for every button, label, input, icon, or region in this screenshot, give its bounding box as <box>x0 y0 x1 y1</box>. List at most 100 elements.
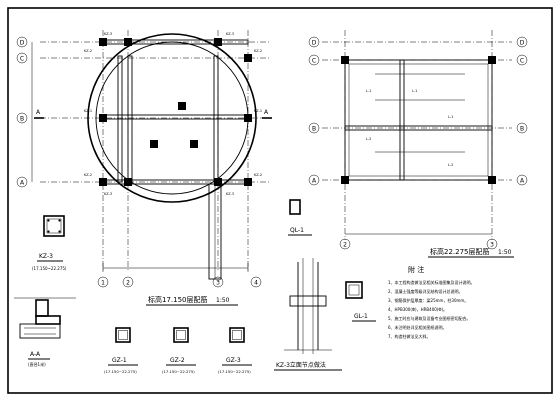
axis-label: 3 <box>490 242 494 249</box>
axis-bubble <box>308 36 320 48</box>
note-line: 3、钢筋保护层厚度：梁25mm，柱30mm。 <box>388 297 468 303</box>
rebar-dot <box>47 219 50 222</box>
detail-kz3: KZ-3 (17.150~22.275) <box>32 215 67 271</box>
member-label: L-1 <box>366 89 371 93</box>
axis-label: D <box>20 40 25 47</box>
section-footing <box>19 323 61 339</box>
column-kz <box>341 176 349 184</box>
column-kz <box>488 176 496 184</box>
column-kz <box>214 178 222 186</box>
note-line: 4、HPB300(Φ)，HRB400(Φ)。 <box>388 307 447 312</box>
section-mark-right: A <box>264 109 269 116</box>
member-label: L-2 <box>448 163 453 167</box>
plan-scale: 1:50 <box>216 297 230 304</box>
detail-gz2: GZ-2 (17.150~22.275) <box>162 327 196 374</box>
axis-label: 2 <box>126 280 130 287</box>
plan-title: 标高22.275层配筋 <box>430 247 490 256</box>
axis-bubble <box>308 174 320 186</box>
column-kz <box>150 140 158 148</box>
beam-L-1 <box>399 59 405 181</box>
axis-label: D <box>312 40 317 47</box>
axis-bubble <box>308 54 320 66</box>
stirrup <box>118 330 128 340</box>
axis-bubble <box>16 36 28 48</box>
column-kz <box>244 114 252 122</box>
note-line: 1、本工程构造做法见相关标准图集及设计说明。 <box>388 279 475 285</box>
rebar-dot <box>47 230 50 233</box>
note-line: 6、未注明处详见相关图纸说明。 <box>388 324 447 330</box>
beam-section <box>289 295 327 307</box>
axis-label: A <box>20 180 25 187</box>
axis-bubble <box>250 276 262 288</box>
beam-section <box>289 199 301 215</box>
axis-bubble <box>16 52 28 64</box>
column-section <box>173 327 189 343</box>
column-kz <box>99 38 107 46</box>
axis-label: A <box>312 178 317 185</box>
sheet-border <box>7 7 553 394</box>
detail-a-a: A-A (直径1米) <box>14 297 76 367</box>
plan-scale: 1:50 <box>498 249 512 256</box>
column-kz <box>244 178 252 186</box>
rebar-dot <box>58 230 61 233</box>
section-body <box>35 299 49 317</box>
beam-col-1 <box>117 55 123 183</box>
member-label: KZ-3 <box>226 32 234 36</box>
column-section <box>115 327 131 343</box>
axis-label: 1 <box>101 280 105 287</box>
note-line: 2、混凝土强度等级详见结构设计总说明。 <box>388 288 463 294</box>
axis-bubble <box>516 54 528 66</box>
member-label: KZ-2 <box>254 49 262 53</box>
section-mark-left: A <box>36 109 41 116</box>
axis-bubble <box>308 122 320 134</box>
member-label: KZ-2 <box>84 173 92 177</box>
detail-range: (17.150~22.275) <box>104 369 137 374</box>
detail-gl1: GL-1 <box>345 281 376 322</box>
axis-bubble <box>516 174 528 186</box>
detail-label: QL-1 <box>290 227 304 234</box>
detail-label: GZ-3 <box>226 357 241 364</box>
axis-bubble <box>97 276 109 288</box>
rebar-dot <box>58 219 61 222</box>
axis-bubble <box>339 238 351 250</box>
member-label: KZ-2 <box>254 173 262 177</box>
detail-label: KZ-3 <box>39 253 53 260</box>
plan-right: L-1 L-1 L-1 L-2 L-2 D C B A D C B A 2 3 … <box>308 30 528 258</box>
axis-label: A <box>520 178 525 185</box>
axis-label: C <box>520 58 524 65</box>
detail-label: A-A <box>30 351 41 358</box>
stirrup <box>232 330 242 340</box>
member-label: L-1 <box>448 115 453 119</box>
member-label: L-1 <box>412 89 417 93</box>
axis-label: 3 <box>216 280 220 287</box>
member-label: KZ-3 <box>104 32 112 36</box>
column-kz <box>178 102 186 110</box>
outer-ring-beam <box>87 33 257 203</box>
column-kz <box>124 178 132 186</box>
column-kz <box>214 38 222 46</box>
axis-bubble <box>16 176 28 188</box>
axis-label: C <box>20 56 24 63</box>
detail-sub: (直径1米) <box>28 361 46 367</box>
plan-left: A A D C B A 1 2 3 4 KZ-3 KZ-3 KZ-2 KZ-2 … <box>16 30 272 306</box>
axis-bubble <box>122 276 134 288</box>
beam-mid <box>102 114 249 120</box>
column-kz <box>124 38 132 46</box>
axis-bubble <box>486 238 498 250</box>
note-line: 7、构造柱做法见大样。 <box>388 333 431 339</box>
column-section <box>229 327 245 343</box>
axis-bubble <box>516 36 528 48</box>
axis-label: B <box>520 126 524 133</box>
slab-inner <box>348 63 489 177</box>
stirrup <box>348 284 360 296</box>
detail-kz3-elevation: KZ-3立面节点做法 <box>274 258 342 371</box>
column-kz <box>190 140 198 148</box>
axis-label: D <box>520 40 525 47</box>
member-label: KZ-3 <box>104 192 112 196</box>
column-kz <box>341 56 349 64</box>
detail-range: (17.150~22.275) <box>32 266 67 271</box>
axis-bubble <box>16 112 28 124</box>
member-label: KZ-1 <box>84 109 92 113</box>
axis-label: C <box>312 58 316 65</box>
note-line: 5、施工时应与建筑及设备专业图纸密切配合。 <box>388 315 471 321</box>
